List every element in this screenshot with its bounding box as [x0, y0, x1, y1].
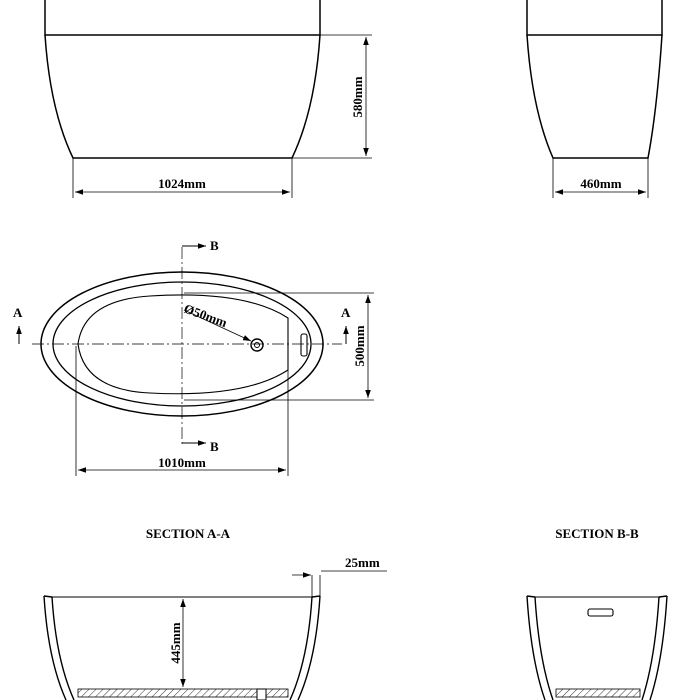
depth-dimension-label: 445mm [168, 622, 183, 663]
section-a-left-wall [43, 595, 75, 700]
section-a-left-marker: A [13, 305, 23, 320]
drain-diameter-label: Ø50mm [182, 301, 229, 330]
inner-length-dimension-label: 1010mm [158, 455, 206, 470]
section-b-bottom-marker: B [210, 439, 219, 454]
section-a-a: SECTION A-A 445mm 25mm [43, 526, 387, 700]
front-tub-body [44, 34, 321, 159]
section-a-title: SECTION A-A [146, 526, 231, 541]
section-a-right-wall [289, 595, 321, 700]
section-b-title: SECTION B-B [555, 526, 639, 541]
inner-width-dimension-label: 500mm [352, 325, 367, 366]
drain-inner [254, 342, 260, 348]
height-dimension-label: 580mm [350, 76, 365, 117]
drain-leader-line [183, 309, 252, 342]
section-b-right-wall [641, 595, 668, 700]
front-rim-top [44, 0, 321, 36]
section-b-b: SECTION B-B [526, 526, 668, 700]
section-a-floor-hatch [77, 688, 289, 698]
section-b-left-wall [526, 595, 554, 700]
length-dimension-label: 1024mm [158, 176, 206, 191]
side-elevation: 460mm [526, 0, 663, 198]
side-tub-body [526, 34, 663, 159]
plan-view: Ø50mm B B A A 500mm 1010mm [13, 238, 374, 476]
section-a-drain [256, 688, 267, 700]
section-b-top-marker: B [210, 238, 219, 253]
wall-thickness-label: 25mm [345, 555, 380, 570]
section-b-floor-hatch [555, 688, 641, 698]
section-b-overflow-slot [587, 608, 614, 617]
front-elevation: 580mm 1024mm [44, 0, 372, 198]
width-dimension-label: 460mm [580, 176, 621, 191]
side-rim-top [526, 0, 663, 36]
overflow-slot [300, 333, 308, 357]
section-a-right-marker: A [341, 305, 351, 320]
